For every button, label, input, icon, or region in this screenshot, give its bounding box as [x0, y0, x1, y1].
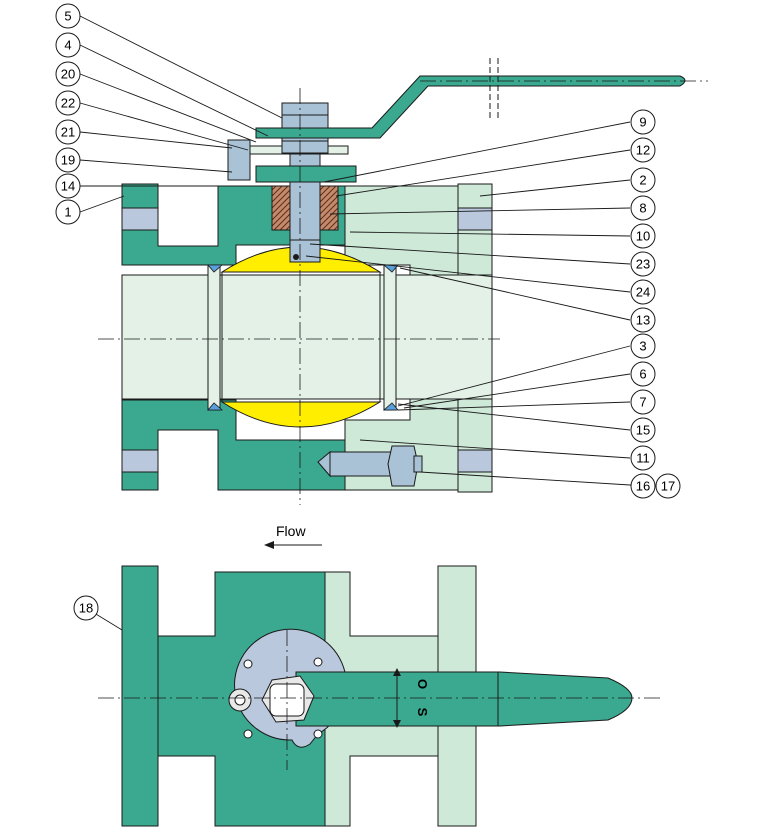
svg-text:11: 11: [636, 451, 650, 466]
packing-right: [319, 185, 339, 231]
svg-text:5: 5: [64, 9, 71, 24]
svg-text:10: 10: [636, 229, 650, 244]
callout-3: 3: [630, 333, 656, 359]
lock-pin-inner: [234, 694, 246, 706]
svg-text:18: 18: [79, 601, 93, 616]
svg-text:7: 7: [639, 395, 646, 410]
callout-8: 8: [630, 195, 656, 221]
bolt-hole-4: [313, 729, 323, 739]
callout-11: 11: [630, 445, 656, 471]
drain-plug-end: [413, 455, 423, 473]
seat-left: [207, 264, 221, 411]
callout-5: 5: [55, 3, 81, 29]
seat-right: [383, 264, 397, 411]
flow-bore: [121, 274, 493, 400]
callout-14: 14: [55, 173, 81, 199]
svg-text:6: 6: [639, 367, 646, 382]
svg-text:14: 14: [61, 179, 75, 194]
bolt-hole-1: [243, 659, 253, 669]
flow-indicator: Flow: [264, 523, 322, 549]
callout-7: 7: [630, 389, 656, 415]
svg-text:1: 1: [64, 205, 71, 220]
callout-24: 24: [630, 279, 656, 305]
callout-21: 21: [55, 119, 81, 145]
callout-15: 15: [630, 417, 656, 443]
arrow-left-icon: [264, 541, 322, 549]
callout-4: 4: [55, 32, 81, 58]
callout-17: 17: [655, 473, 681, 499]
open-mark: O: [415, 679, 430, 689]
leader-lines: [79, 15, 647, 703]
callout-10: 10: [630, 223, 656, 249]
svg-text:9: 9: [639, 115, 646, 130]
callout-16: 16: [630, 473, 656, 499]
right-bolt-top: [457, 207, 493, 231]
svg-text:21: 21: [61, 125, 75, 140]
svg-text:12: 12: [636, 143, 650, 158]
callout-2: 2: [630, 167, 656, 193]
left-body-lower: [121, 399, 346, 491]
svg-text:20: 20: [61, 67, 75, 82]
seat-ring-bl: [207, 402, 224, 411]
drain-plug-hex: [387, 445, 419, 487]
svg-text:3: 3: [639, 339, 646, 354]
callout-19: 19: [55, 147, 81, 173]
svg-text:17: 17: [661, 479, 675, 494]
bolt-hole-2: [313, 657, 323, 667]
callout-6: 6: [630, 361, 656, 387]
callouts-left: 5 4 20 22 21 19 14 1: [55, 3, 81, 225]
svg-text:13: 13: [636, 313, 650, 328]
flow-label: Flow: [276, 523, 306, 539]
callout-9: 9: [630, 109, 656, 135]
anti-static-ball: [293, 254, 299, 260]
stop-pin: [227, 139, 251, 181]
svg-text:24: 24: [636, 285, 650, 300]
drain-plug-thread: [329, 451, 393, 477]
shut-mark: S: [415, 708, 430, 717]
section-view: [98, 58, 708, 505]
callout-23: 23: [630, 251, 656, 277]
svg-text:22: 22: [61, 96, 75, 111]
callout-13: 13: [630, 307, 656, 333]
svg-text:2: 2: [639, 173, 646, 188]
ball-bottom: [220, 401, 382, 428]
seat-ring-tl: [207, 264, 224, 273]
left-bolt-top: [121, 207, 159, 231]
seat-ring-br: [382, 402, 399, 411]
svg-text:23: 23: [636, 257, 650, 272]
svg-text:19: 19: [61, 153, 75, 168]
callout-1: 1: [55, 199, 81, 225]
top-left-flange: [121, 565, 159, 827]
top-view: O S 18: [73, 565, 660, 827]
svg-text:4: 4: [64, 38, 71, 53]
svg-text:15: 15: [636, 423, 650, 438]
left-bolt-bottom: [121, 449, 159, 473]
bolt-hole-3: [243, 729, 253, 739]
top-handle: [295, 671, 633, 727]
callouts-right: 9 12 2 8 10 23 24 13 3 6 7 15 11 16 17: [630, 109, 681, 499]
callout-12: 12: [630, 137, 656, 163]
packing-left: [271, 185, 291, 231]
gland: [255, 165, 357, 183]
callout-20: 20: [55, 61, 81, 87]
right-bolt-bottom: [457, 449, 493, 473]
svg-text:16: 16: [636, 479, 650, 494]
callout-22: 22: [55, 90, 81, 116]
callout-18: 18: [73, 595, 99, 621]
svg-text:8: 8: [639, 201, 646, 216]
